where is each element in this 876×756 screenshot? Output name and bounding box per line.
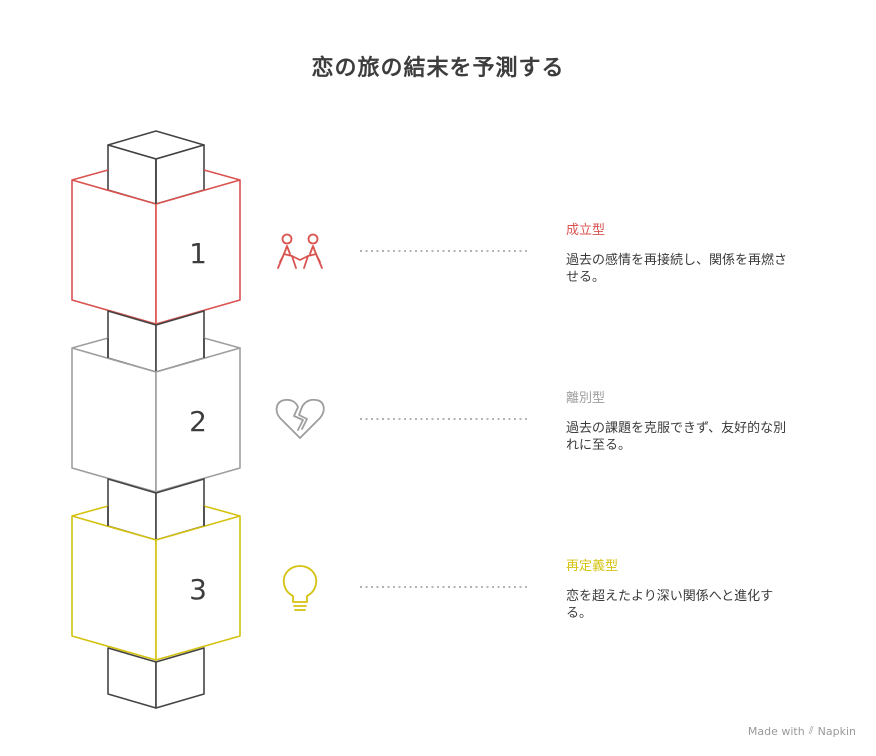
stage-3-description: 恋を超えたより深い関係へと進化する。 bbox=[566, 589, 774, 621]
cube-1 bbox=[71, 169, 241, 325]
broken-heart-icon bbox=[275, 398, 325, 439]
watermark-text: Made with bbox=[747, 724, 805, 738]
cube-2-number: 2 bbox=[189, 405, 207, 438]
column-bottom bbox=[107, 647, 205, 709]
cube-3-number: 3 bbox=[189, 573, 207, 606]
stage-2-title: 離別型 bbox=[566, 391, 606, 406]
page-title: 恋の旅の結末を予測する bbox=[311, 56, 565, 81]
stage-1-title: 成立型 bbox=[566, 223, 606, 238]
lightbulb-icon bbox=[282, 565, 318, 611]
napkin-logo-icon: ⫽ bbox=[808, 724, 814, 737]
cube-2 bbox=[71, 337, 241, 493]
stage-3-title: 再定義型 bbox=[566, 559, 619, 574]
stage-2-description: 過去の課題を克服できず、友好的な別れに至る。 bbox=[566, 421, 787, 453]
napkin-watermark: Made with ⫽ Napkin bbox=[748, 724, 856, 738]
cube-3 bbox=[71, 505, 241, 661]
column-top bbox=[107, 130, 205, 205]
cube-1-number: 1 bbox=[189, 237, 207, 270]
stage-1-description: 過去の感情を再接続し、関係を再燃させる。 bbox=[566, 253, 788, 285]
holding-hands-icon bbox=[277, 233, 323, 269]
watermark-brand: Napkin bbox=[817, 724, 856, 738]
